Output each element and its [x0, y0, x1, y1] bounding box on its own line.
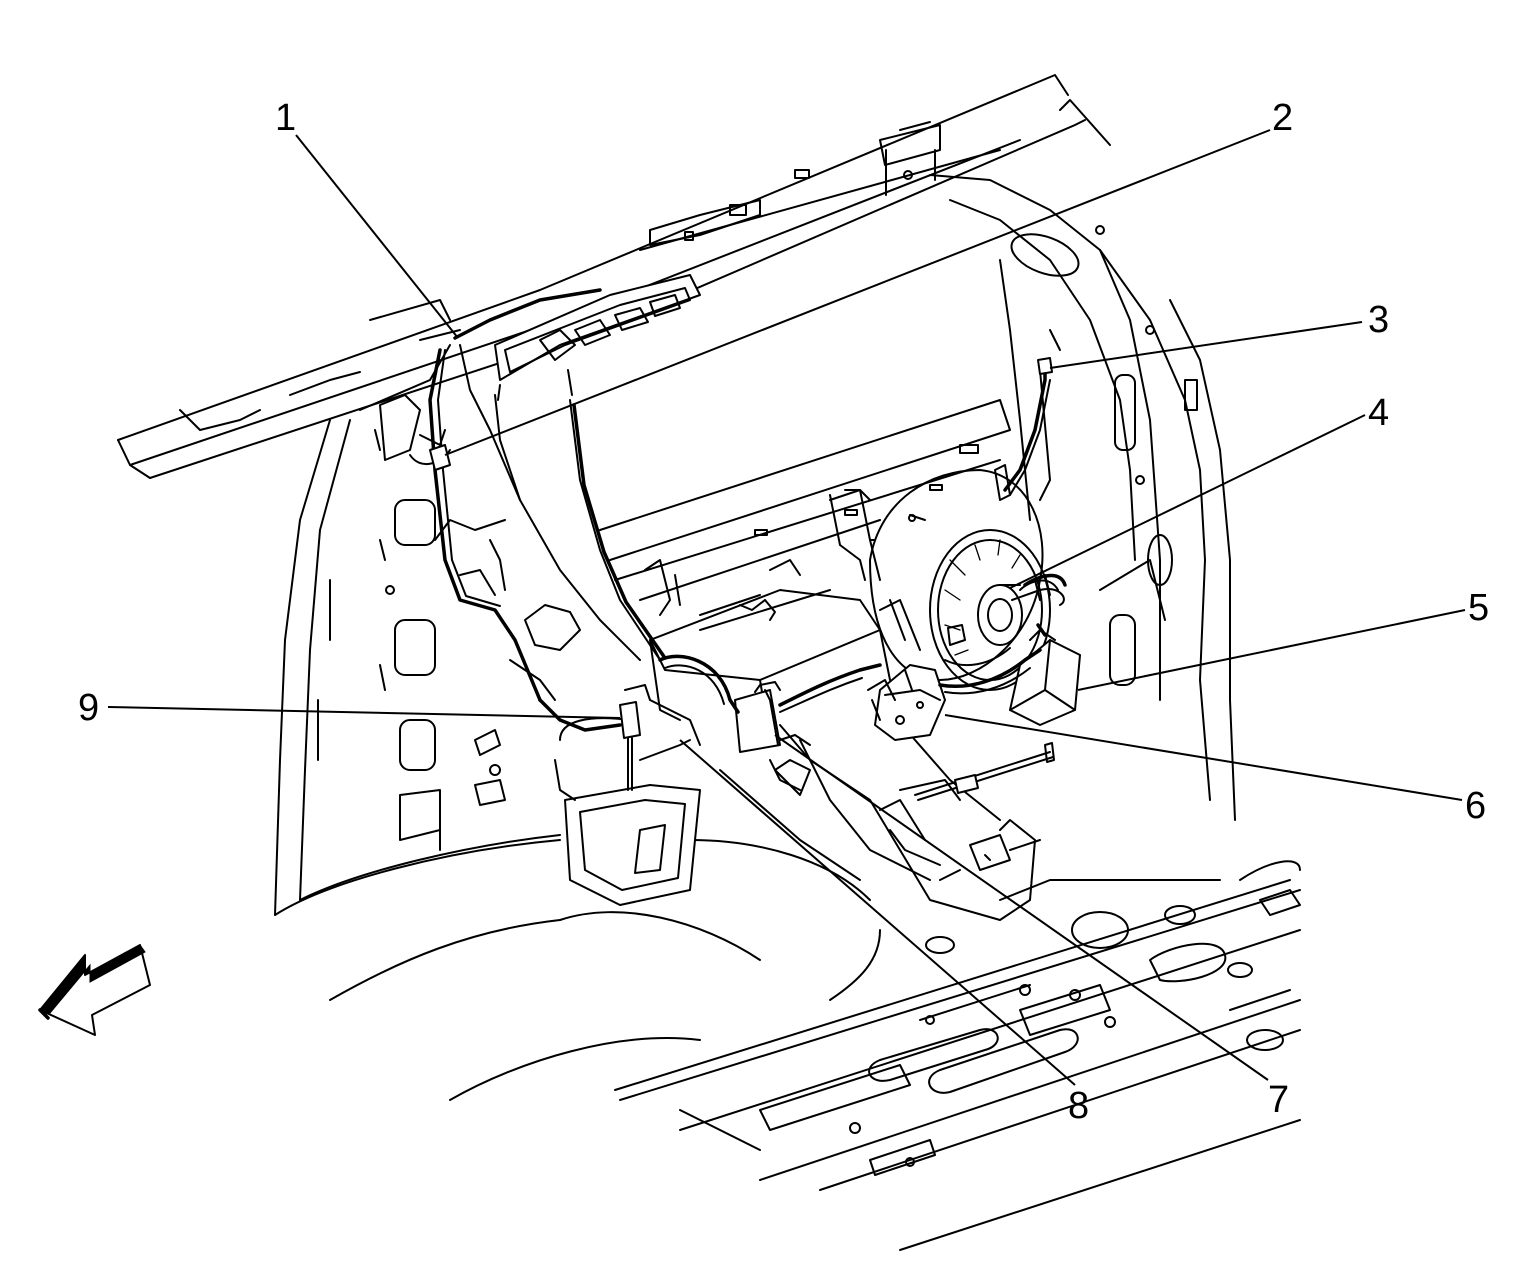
connector-2: [429, 444, 451, 471]
blower-motor: [829, 469, 1067, 691]
leader-7: [774, 734, 1269, 1081]
floor-duct: [554, 699, 701, 906]
leader-6: [944, 714, 1463, 801]
callout-8: 8: [1068, 1085, 1089, 1127]
floor-panel: [614, 860, 1301, 1251]
leader-8: [679, 739, 1076, 1086]
rear-bulkhead: [599, 399, 1011, 631]
hvac-module: [649, 589, 1041, 921]
left-pillar-structure: [274, 344, 506, 916]
leader-lines: [107, 129, 1466, 1086]
connector-7: [734, 681, 781, 753]
rear-wheel-arch: [274, 834, 881, 1101]
sensor-9: [619, 684, 651, 791]
floor-cable: [914, 742, 1055, 801]
leader-3: [1049, 321, 1363, 369]
callout-4: 4: [1368, 392, 1389, 434]
leader-9: [107, 706, 621, 719]
leader-2: [444, 129, 1271, 456]
wire-harness: [409, 348, 1051, 732]
air-outlet-duct: [453, 274, 701, 701]
actuator-6: [867, 664, 946, 741]
callout-7: 7: [1268, 1079, 1289, 1121]
callout-9: 9: [78, 687, 99, 729]
sensor-3: [1037, 357, 1053, 375]
callout-5: 5: [1468, 587, 1489, 629]
roof-rail-structure: [117, 74, 1111, 479]
front-arrow-icon: [38, 944, 151, 1036]
leader-1: [295, 134, 459, 339]
callout-labels: 1 2 3 4 5 6 7 8 9: [78, 97, 1489, 1127]
leader-4: [1009, 414, 1366, 589]
leader-5: [1077, 609, 1466, 691]
callout-2: 2: [1272, 97, 1293, 139]
right-pillar-structure: [929, 174, 1236, 821]
callout-6: 6: [1465, 785, 1486, 827]
callout-1: 1: [275, 97, 296, 139]
control-module-box: [1009, 623, 1081, 726]
callout-3: 3: [1368, 299, 1389, 341]
